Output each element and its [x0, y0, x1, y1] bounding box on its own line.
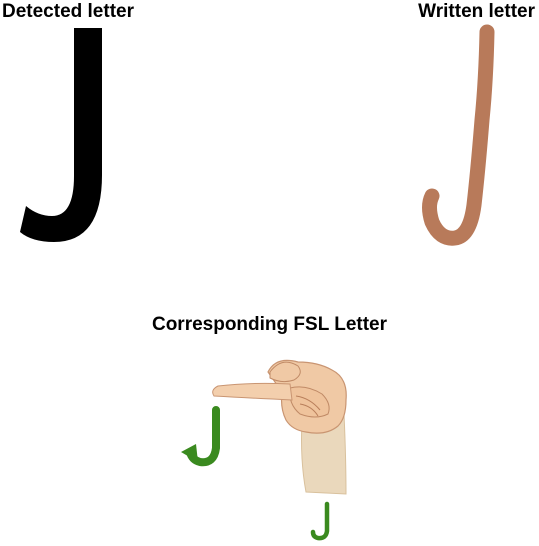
j-motion-arrowhead: [181, 444, 198, 462]
curled-fingers: [289, 386, 330, 418]
pinky-finger: [212, 382, 293, 401]
finger-crease: [295, 395, 321, 417]
hand-fist-shape: [267, 359, 347, 434]
fsl-letter-label: Corresponding FSL Letter: [151, 314, 388, 335]
detected-letter-label: Detected letter: [2, 1, 134, 22]
written-letter-stroke: [422, 24, 495, 246]
thumb-shape: [269, 361, 301, 383]
forearm-shape: [301, 413, 347, 495]
detected-letter-j: [20, 28, 102, 242]
j-motion-arrow: [186, 406, 220, 467]
written-letter-label: Written letter: [418, 1, 535, 22]
fsl-caption-glyph-j: [310, 501, 330, 541]
